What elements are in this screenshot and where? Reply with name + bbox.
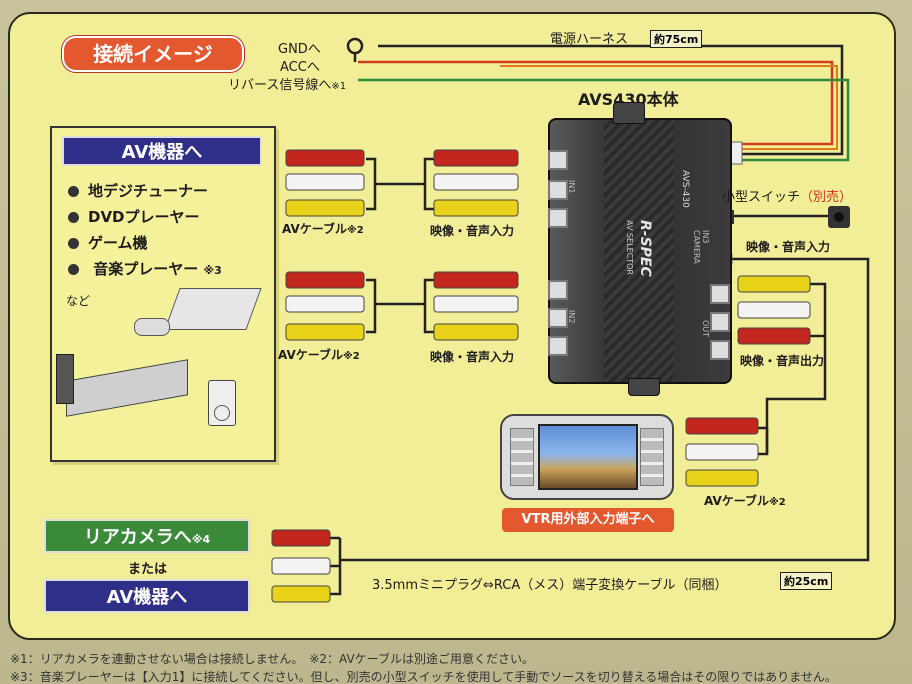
music-player-icon [208, 380, 236, 426]
rear-av-device-heading: AV機器へ [44, 579, 250, 613]
wire-reverse [358, 78, 850, 162]
unit-mount-bottom [628, 378, 660, 396]
remote-icon [56, 354, 74, 404]
diagram-panel: 接続イメージ [8, 12, 896, 640]
device-item-music: 音楽プレーヤー ※3 [68, 258, 222, 279]
av-cable-text: AVケーブル [278, 348, 344, 362]
diagram-title: 接続イメージ [62, 36, 244, 72]
harness-label: 電源ハーネス [550, 32, 629, 47]
av-input-caption-2: 映像・音声入力 [430, 350, 515, 364]
monitor-screen [538, 424, 638, 490]
av-device-box: AV機器へ 地デジチューナー DVDプレーヤー ゲーム機 音楽プレーヤー ※3 … [50, 126, 276, 462]
rear-or: または [128, 562, 168, 577]
rca-group-in1-left [285, 149, 365, 217]
device-etc: など [66, 294, 91, 308]
av-cable-note: ※2 [347, 225, 364, 236]
device-item: 地デジチューナー [68, 180, 208, 201]
jack-in2-top [548, 280, 568, 300]
device-item: ゲーム機 [68, 232, 148, 253]
rear-camera-heading: リアカメラへ※4 [44, 519, 250, 553]
device-item: 音楽プレーヤー [93, 260, 199, 278]
rca-group-out [737, 275, 811, 345]
jack-out-mid [710, 312, 730, 332]
av-input-caption-1: 映像・音声入力 [430, 224, 515, 238]
harness-length: 約75cm [650, 30, 703, 48]
controller-icon [134, 318, 170, 336]
av-cable-note: ※2 [343, 351, 360, 362]
wire-acc [358, 60, 834, 146]
wiring-diagram [330, 37, 870, 596]
gnd-lug-icon [346, 37, 364, 62]
av-cable-caption-1: AVケーブル※2 [282, 220, 364, 237]
unit-mount-top [613, 102, 645, 124]
av-cable-text: AVケーブル [282, 222, 348, 236]
switch-text: 小型スイッチ [722, 190, 801, 205]
wire-gnd [378, 44, 844, 156]
adapter-cable [330, 257, 870, 596]
rear-camera-text: リアカメラへ [83, 527, 192, 548]
av-cable-1 [366, 157, 434, 211]
wire-orange [500, 65, 838, 150]
reverse-note: ※1 [331, 81, 347, 92]
adapter-label: 3.5mmミニプラグ⇔RCA（メス）端子変換ケーブル（同梱） [372, 578, 728, 593]
av-cable-caption-3: AVケーブル※2 [704, 492, 786, 509]
acc-label: ACCへ [280, 60, 320, 75]
rca-group-adapter [271, 529, 331, 603]
unit-body: AVS-430 R-SPEC AV SELECTOR IN1 IN2 IN3 C… [548, 118, 732, 384]
jack-in2-bot [548, 336, 568, 356]
rca-group-in2-right [433, 271, 519, 341]
gnd-label: GNDへ [278, 42, 321, 57]
rca-group-in1-right [433, 149, 519, 217]
unit-label: AVS430本体 [578, 90, 679, 109]
av-cable-text: AVケーブル [704, 494, 770, 508]
rca-group-in2-left [285, 271, 365, 341]
rca-plugs [271, 149, 811, 603]
unit-face [604, 120, 674, 382]
adapter-input-label: 映像・音声入力 [746, 240, 831, 254]
av-cable-caption-2: AVケーブル※2 [278, 346, 360, 363]
monitor-buttons-right [640, 428, 664, 486]
av-output-caption: 映像・音声出力 [740, 354, 825, 368]
device-item: DVDプレーヤー [68, 206, 200, 227]
device-item-note: ※3 [203, 264, 222, 277]
switch-sold: （別売） [800, 190, 853, 205]
adapter-length: 約25cm [780, 572, 833, 590]
jack-in1-top [548, 150, 568, 170]
av-cable-note: ※2 [769, 497, 786, 508]
jack-in1-bot [548, 208, 568, 228]
footnote-1: ※1：リアカメラを連動させない場合は接続しません。 ※2：AVケーブルは別途ご用… [10, 652, 534, 666]
jack-out-top [710, 284, 730, 304]
jack-in2-mid [548, 308, 568, 328]
reverse-label: リバース信号線へ※1 [228, 74, 346, 93]
jack-in1-mid [548, 180, 568, 200]
av-cable-2 [366, 278, 434, 334]
footnote-2: ※3：音楽プレーヤーは【入力1】に接続してください。但し、別売の小型スイッチを使… [10, 670, 837, 684]
reverse-text: リバース信号線へ [228, 78, 332, 93]
monitor-buttons-left [510, 428, 534, 486]
music-player-wheel [214, 405, 230, 421]
av-device-heading: AV機器へ [62, 136, 262, 166]
jack-out-bot [710, 340, 730, 360]
car-monitor [500, 414, 674, 500]
vtr-input-badge: VTR用外部入力端子へ [502, 508, 674, 532]
switch-label: 小型スイッチ（別売） [722, 186, 852, 205]
rear-camera-note: ※4 [191, 533, 211, 546]
rca-group-monitor [685, 417, 759, 487]
